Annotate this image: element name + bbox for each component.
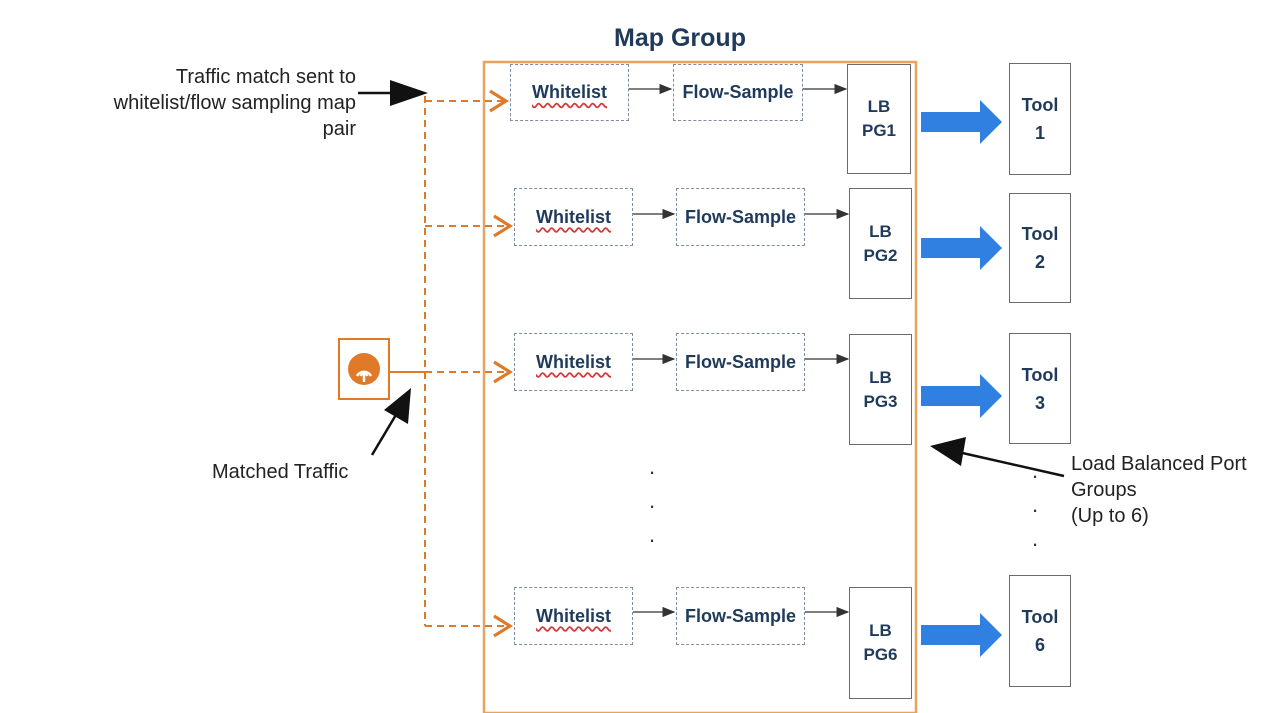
lb-port-group-3: LB PG3 xyxy=(849,334,912,445)
tool-number-1: 1 xyxy=(1034,123,1045,143)
tool-number-3: 3 xyxy=(1034,392,1045,413)
traffic-match-line-2: whitelist/flow sampling map xyxy=(113,92,356,114)
load-balanced-line-3: (Up to 6) xyxy=(1071,505,1149,527)
tool-box-3: Tool 3 xyxy=(1009,333,1071,444)
lb-label-2: LB xyxy=(869,221,892,241)
whitelist-label-3: Whitelist xyxy=(536,351,611,372)
pg-label-3: PG3 xyxy=(863,391,898,411)
blue-arrow-1 xyxy=(921,100,1002,144)
tool-label-2: Tool xyxy=(1021,224,1059,244)
traffic-match-line-1: Traffic match sent to xyxy=(175,66,356,88)
traffic-source-icon xyxy=(348,353,380,385)
blue-arrow-6 xyxy=(921,613,1002,657)
flow-sample-label-6: Flow-Sample xyxy=(684,605,796,626)
lb-pointer-head xyxy=(930,437,966,466)
traffic-match-annotation: Traffic match sent to whitelist/flow sam… xyxy=(60,64,356,142)
traffic-match-pointer-head xyxy=(390,80,428,106)
lb-port-group-1: LB PG1 xyxy=(847,64,911,174)
whitelist-label-6: Whitelist xyxy=(536,605,611,626)
tool-number-6: 6 xyxy=(1034,635,1045,655)
load-balanced-annotation: Load Balanced Port Groups (Up to 6) xyxy=(1071,451,1281,529)
tool-label-1: Tool xyxy=(1021,95,1059,115)
load-balanced-line-2: Groups xyxy=(1071,479,1137,501)
whitelist-box-6: Whitelist xyxy=(514,587,633,645)
flow-sample-label-2: Flow-Sample xyxy=(684,206,796,227)
ellipsis-dots-middle: ... xyxy=(648,454,656,547)
map-group-title: Map Group xyxy=(614,24,746,52)
whitelist-label-1: Whitelist xyxy=(532,82,607,102)
pg-label-6: PG6 xyxy=(863,645,898,664)
flow-sample-box-6: Flow-Sample xyxy=(676,587,805,645)
flow-sample-box-2: Flow-Sample xyxy=(676,188,805,246)
ellipsis-dots-tools: ... xyxy=(1031,458,1039,551)
tool-label-6: Tool xyxy=(1021,607,1059,627)
tool-label-3: Tool xyxy=(1021,364,1059,385)
lb-label-6: LB xyxy=(869,621,892,640)
tool-box-1: Tool 1 xyxy=(1009,63,1071,175)
whitelist-box-3: Whitelist xyxy=(514,333,633,391)
pg-label-1: PG1 xyxy=(861,121,897,140)
load-balanced-line-1: Load Balanced Port xyxy=(1071,453,1247,475)
whitelist-label-2: Whitelist xyxy=(536,206,611,227)
matched-traffic-pointer-head xyxy=(384,388,411,424)
map-group-frame xyxy=(482,60,918,713)
flow-sample-label-3: Flow-Sample xyxy=(684,351,796,372)
lb-label-3: LB xyxy=(869,367,892,387)
flow-sample-label-1: Flow-Sample xyxy=(682,82,794,102)
tool-box-2: Tool 2 xyxy=(1009,193,1071,303)
traffic-source xyxy=(338,338,390,400)
matched-traffic-annotation: Matched Traffic xyxy=(212,461,349,483)
flow-sample-box-1: Flow-Sample xyxy=(673,64,803,121)
blue-arrow-2 xyxy=(921,226,1002,270)
lb-label-1: LB xyxy=(867,97,891,116)
blue-arrow-3 xyxy=(921,374,1002,418)
lb-port-group-6: LB PG6 xyxy=(849,587,912,699)
tool-box-6: Tool 6 xyxy=(1009,575,1071,687)
whitelist-box-2: Whitelist xyxy=(514,188,633,246)
whitelist-box-1: Whitelist xyxy=(510,64,629,121)
lb-port-group-2: LB PG2 xyxy=(849,188,912,299)
pg-label-2: PG2 xyxy=(863,245,898,265)
traffic-match-line-3: pair xyxy=(322,118,356,140)
lb-pointer xyxy=(957,450,1065,478)
tool-number-2: 2 xyxy=(1034,252,1045,272)
flow-sample-box-3: Flow-Sample xyxy=(676,333,805,391)
